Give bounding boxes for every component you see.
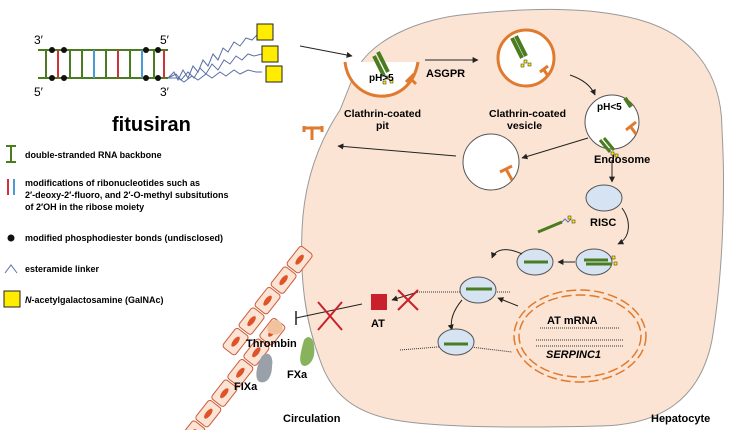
esteramide-linker-icon — [4, 264, 18, 274]
nucleus: AT mRNA SERPINC1 — [513, 289, 647, 383]
galnac-square-icon — [256, 23, 274, 41]
rna-backbone-icon — [6, 145, 16, 163]
legend-text-esteramide: esteramide linker — [25, 264, 100, 274]
inhibition-block-x — [317, 301, 343, 331]
risc-label: RISC — [590, 217, 616, 229]
galnac-square-icon — [265, 65, 283, 83]
clathrin-coated-pit: pH>5 — [343, 51, 420, 98]
risc-loading-arrow — [617, 207, 629, 245]
cleaved-mrna — [399, 328, 513, 356]
at-inhibition-line — [295, 303, 363, 319]
asgpr-receptor-membrane — [302, 126, 324, 140]
endosome-label: Endosome — [594, 154, 650, 166]
phosphodiester-dot-icon — [7, 234, 15, 242]
legend-text-rna-backbone: double-stranded RNA backbone — [25, 150, 162, 160]
recycling-vesicle — [462, 133, 520, 191]
fixa-shape — [256, 353, 273, 383]
legend-text-phosphodiester: modified phosphodiester bonds (undisclos… — [25, 233, 223, 243]
ph-high-label: pH>5 — [369, 73, 394, 84]
endosome-to-recycling-arrow — [521, 137, 589, 160]
legend-text-galnac-rest: -acetylgalactosamine (GalNAc) — [32, 295, 164, 305]
clathrin-coated-vesicle — [496, 28, 556, 88]
ph-low-label: pH<5 — [597, 102, 622, 113]
free-sirna-strands — [537, 215, 576, 234]
clathrin-vesicle-label-1: Clathrin-coated — [489, 108, 566, 120]
drug-name: fitusiran — [112, 114, 191, 136]
antithrombin-square — [371, 294, 387, 310]
strand-5-prime-bottom: 5′ — [34, 85, 44, 99]
esteramide-linker-icon — [167, 33, 259, 82]
clathrin-vesicle-label-2: vesicle — [507, 120, 542, 132]
legend-text-modifications-1: modifications of ribonucleotides such as — [25, 178, 200, 188]
vesicle-to-endosome-arrow — [569, 74, 596, 96]
clathrin-pit-label-2: pit — [376, 120, 389, 132]
fxa-label: FXa — [287, 369, 308, 381]
translation-block-x — [397, 289, 419, 311]
at-mrna-label: AT mRNA — [547, 315, 598, 327]
strand-3-prime-top: 3′ — [34, 33, 44, 47]
asgpr-label: ASGPR — [426, 68, 465, 80]
legend: double-stranded RNA backbone modificatio… — [3, 145, 229, 308]
galnac-square-icon — [3, 290, 21, 308]
released-sirna — [598, 137, 619, 158]
fitusiran-molecule: 3′ 5′ 5′ 3′ fitusiran — [34, 23, 283, 136]
cleavage-arrow — [447, 299, 463, 331]
thrombin-shape — [267, 320, 283, 335]
legend-text-galnac-italic: N — [25, 295, 32, 305]
thrombin-label: Thrombin — [246, 338, 297, 350]
receptor-recycling-arrow — [337, 143, 457, 157]
at-label: AT — [371, 318, 385, 330]
mrna-export-arrow — [497, 297, 519, 307]
fixa-label: FIXa — [234, 381, 258, 393]
modification-bars-icon — [7, 179, 15, 195]
strand-3-prime-bottom: 3′ — [160, 85, 170, 99]
serpinc1-label: SERPINC1 — [546, 349, 601, 361]
risc-complex — [585, 184, 623, 212]
circulation-label: Circulation — [283, 413, 341, 425]
legend-text-galnac: N-acetylgalactosamine (GalNAc) — [25, 295, 164, 305]
risc-loaded-duplex — [575, 248, 618, 276]
legend-text-modifications-2: 2′-deoxy-2′-fluoro, and 2′-O-methyl subs… — [25, 190, 229, 200]
uptake-arrow — [299, 45, 353, 58]
fxa-shape — [300, 337, 315, 366]
endosome: pH<5 — [584, 94, 640, 150]
risc-to-mrna-arrow — [491, 249, 523, 259]
hepatocyte-label: Hepatocyte — [651, 413, 710, 425]
strand-5-prime-top: 5′ — [160, 33, 170, 47]
circulation-cells — [179, 245, 313, 435]
risc-active — [516, 248, 554, 276]
risc-bound-mrna — [415, 276, 510, 304]
legend-text-modifications-3: of 2′OH in the ribose moiety — [25, 202, 144, 212]
galnac-square-icon — [261, 45, 279, 63]
clathrin-pit-label-1: Clathrin-coated — [344, 108, 421, 120]
